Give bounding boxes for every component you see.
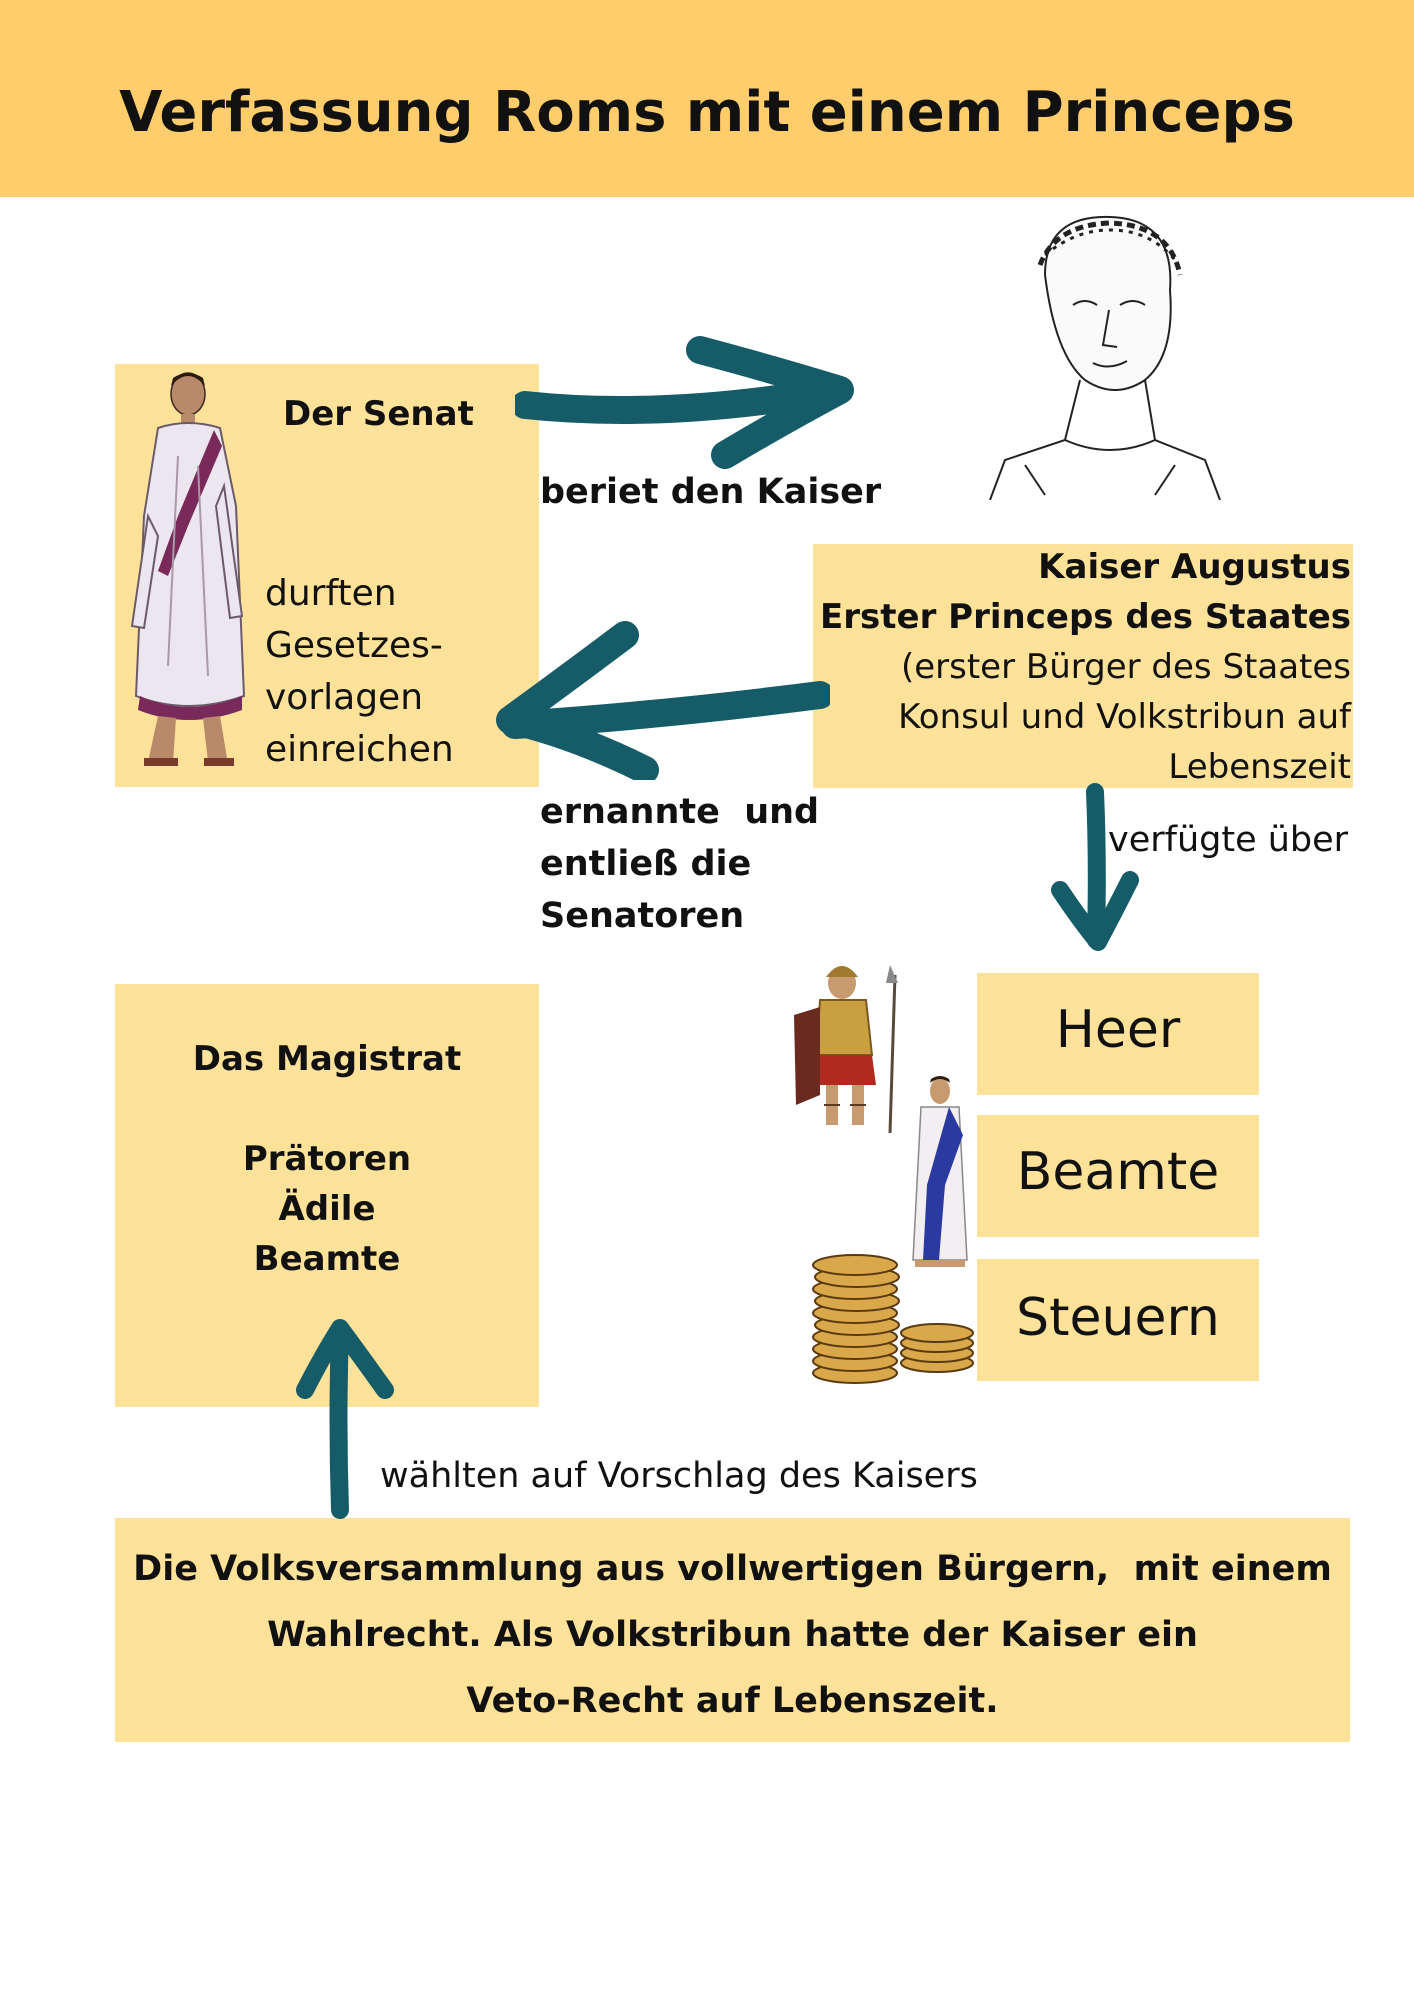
steuern-box <box>977 1259 1259 1381</box>
magistrat-item: Beamte <box>253 1239 401 1279</box>
volk-line: Die Volksversammlung aus vollwertigen Bü… <box>133 1549 1332 1589</box>
senat-line: einreichen <box>265 729 454 770</box>
kaiser-name: Kaiser Augustus <box>1038 547 1351 587</box>
label-ernannte-line: Senatoren <box>540 896 745 936</box>
label-ernannte: ernannte und entließ die Senatoren <box>540 786 819 942</box>
augustus-bust-illustration <box>989 215 1221 500</box>
senat-title: Der Senat <box>283 394 474 434</box>
senat-line: Gesetzes- <box>265 625 443 666</box>
power-steuern: Steuern <box>1016 1288 1220 1348</box>
arrow-volk-to-magistrat <box>296 1319 394 1519</box>
magistrat-item: Ädile <box>278 1189 376 1229</box>
header-banner <box>0 0 1414 197</box>
power-heer: Heer <box>1055 1000 1181 1060</box>
arrow-kaiser-to-powers <box>1051 783 1139 951</box>
volksversammlung-description: Die Volksversammlung aus vollwertigen Bü… <box>115 1536 1350 1734</box>
senat-line: durften <box>265 573 397 614</box>
heer-box <box>977 973 1259 1095</box>
kaiser-description: Kaiser Augustus Erster Princeps des Staa… <box>813 542 1351 792</box>
arrow-senat-to-kaiser <box>515 336 854 469</box>
volksversammlung-box <box>115 1518 1350 1742</box>
magistrat-title: Das Magistrat <box>192 1039 462 1079</box>
kaiser-line: Konsul und Volkstribun auf <box>898 697 1351 737</box>
label-verfuegte: verfügte über <box>1108 820 1349 860</box>
page-title: Verfassung Roms mit einem Princeps <box>119 80 1295 145</box>
volk-line: Wahlrecht. Als Volkstribun hatte der Kai… <box>267 1615 1198 1655</box>
senator-figure-illustration <box>130 372 246 766</box>
arrow-kaiser-to-senat <box>496 621 830 780</box>
label-beriet: beriet den Kaiser <box>540 472 882 512</box>
beamte-box <box>977 1115 1259 1237</box>
magistrat-item: Prätoren <box>242 1139 412 1179</box>
senat-line: vorlagen <box>265 677 424 718</box>
power-beamte: Beamte <box>1016 1142 1220 1202</box>
kaiser-role: Erster Princeps des Staates <box>820 597 1351 637</box>
senat-description: durften Gesetzes- vorlagen einreichen <box>265 568 454 776</box>
label-ernannte-line: ernannte und <box>540 792 820 832</box>
official-toga-illustration <box>912 1076 968 1267</box>
volk-line: Veto-Recht auf Lebenszeit. <box>466 1681 999 1721</box>
magistrat-description: Das Magistrat Prätoren Ädile Beamte <box>115 1034 539 1284</box>
kaiser-line: (erster Bürger des Staates <box>900 647 1351 687</box>
label-ernannte-line: entließ die <box>540 844 752 884</box>
kaiser-box <box>813 544 1353 788</box>
label-waehlten: wählten auf Vorschlag des Kaisers <box>380 1456 978 1496</box>
kaiser-line: Lebenszeit <box>1168 747 1351 787</box>
soldier-illustration <box>794 965 898 1134</box>
coins-illustration <box>812 1254 974 1384</box>
